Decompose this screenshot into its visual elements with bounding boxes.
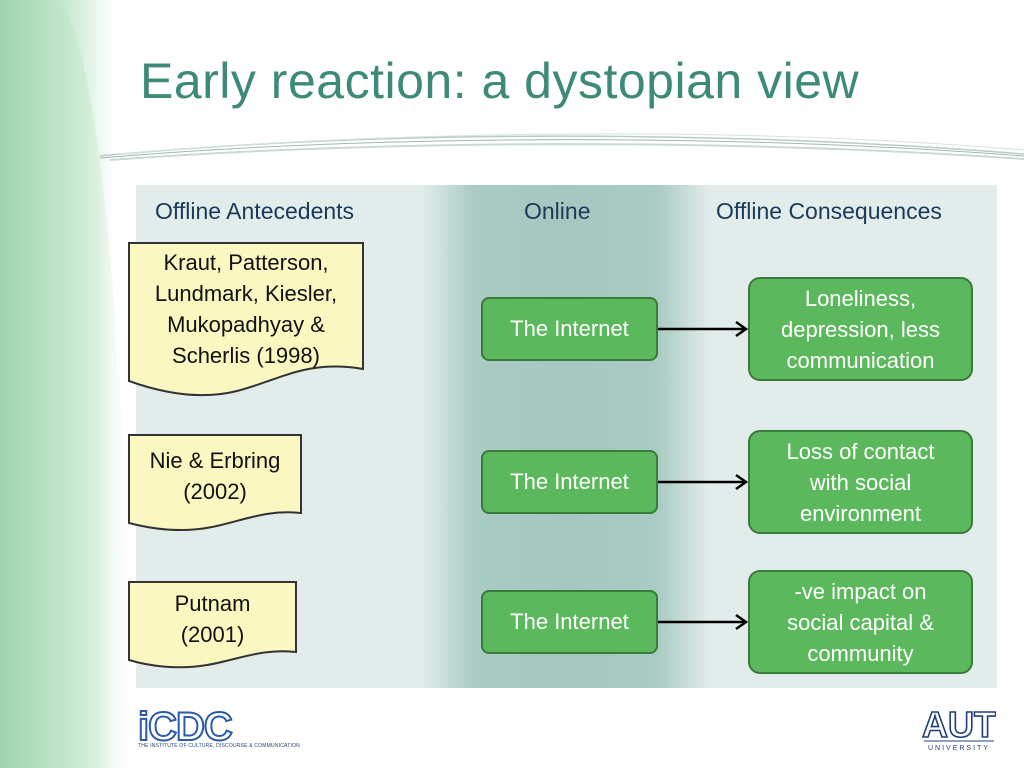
consequence-line: environment xyxy=(799,500,922,526)
source-document-nie-erbring: Nie & Erbring (2002) xyxy=(127,433,303,533)
column-header-online: Online xyxy=(524,198,591,224)
side-decoration-inner xyxy=(0,0,115,768)
source-line: (2001) xyxy=(180,622,245,647)
consequence-line: with social xyxy=(809,469,912,495)
internet-node-3: The Internet xyxy=(481,590,658,654)
source-line: (2002) xyxy=(183,479,247,504)
source-line: Kraut, Patterson, xyxy=(163,250,329,275)
source-document-putnam: Putnam (2001) xyxy=(127,580,298,670)
consequence-line: Loneliness, xyxy=(804,285,917,311)
internet-node-2: The Internet xyxy=(481,450,658,514)
svg-text:iCDC: iCDC xyxy=(138,706,232,749)
consequence-line: Loss of contact xyxy=(786,438,935,464)
column-header-antecedents: Offline Antecedents xyxy=(155,198,355,224)
svg-text:UNIVERSITY: UNIVERSITY xyxy=(928,745,990,752)
source-line: Putnam xyxy=(174,591,251,616)
consequence-line: community xyxy=(807,640,914,666)
source-line: Lundmark, Kiesler, xyxy=(154,281,338,306)
slide-title: Early reaction: a dystopian view xyxy=(140,53,860,109)
consequence-node-3: -ve impact on social capital & community xyxy=(748,570,973,674)
consequence-line: communication xyxy=(786,347,935,373)
consequence-node-1: Loneliness, depression, less communicati… xyxy=(748,277,973,381)
arrow-icon xyxy=(658,320,749,338)
title-swoosh-decoration xyxy=(100,133,1024,161)
svg-text:AUT: AUT xyxy=(922,704,996,745)
consequence-line: depression, less xyxy=(781,316,940,342)
arrow-icon xyxy=(658,613,749,631)
source-line: Mukopadhyay & xyxy=(167,312,325,337)
source-line: Scherlis (1998) xyxy=(172,343,320,368)
icdc-logo-subtitle: THE INSTITUTE OF CULTURE, DISCOURSE & CO… xyxy=(138,743,300,749)
aut-university-logo: AUT UNIVERSITY xyxy=(922,704,996,752)
arrow-icon xyxy=(658,473,749,491)
internet-node-1: The Internet xyxy=(481,297,658,361)
icdc-logo: iCDC xyxy=(138,706,234,750)
column-header-consequences: Offline Consequences xyxy=(716,198,942,224)
consequence-line: -ve impact on xyxy=(794,578,927,604)
consequence-node-2: Loss of contact with social environment xyxy=(748,430,973,534)
consequence-line: social capital & xyxy=(787,609,934,635)
source-document-kraut: Kraut, Patterson, Lundmark, Kiesler, Muk… xyxy=(127,241,365,401)
source-line: Nie & Erbring xyxy=(149,448,281,473)
